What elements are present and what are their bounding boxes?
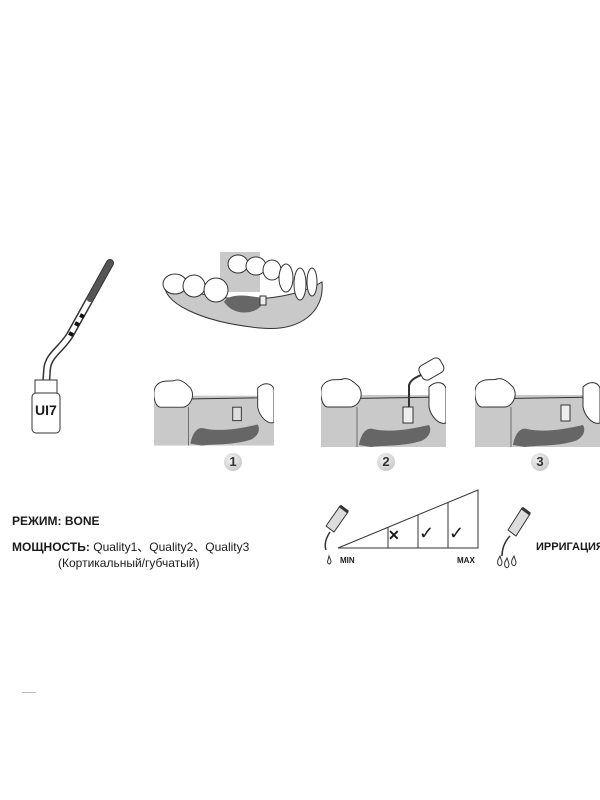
step-1-illustration <box>154 377 274 447</box>
step-number-3: 3 <box>531 453 549 471</box>
power-level-3-mark: ✓ <box>449 523 465 543</box>
irrigation-label: ИРРИГАЦИЯ <box>536 541 600 553</box>
step-2-illustration <box>321 357 446 447</box>
power-level-1-mark: ✕ <box>388 527 400 543</box>
power-value: Quality1、Quality2、Quality3 <box>93 540 250 554</box>
irrigation-icon <box>497 506 531 569</box>
power-scale-triangle <box>324 489 479 565</box>
step-3-illustration <box>475 377 600 447</box>
power-note: (Кортикальный/губчатый) <box>58 556 200 570</box>
decorative-dash <box>22 692 36 693</box>
power-max-label: MAX <box>457 556 475 565</box>
power-label: МОЩНОСТЬ: <box>12 540 90 554</box>
mode-label: РЕЖИМ: <box>12 514 62 528</box>
mode-value: BONE <box>64 514 100 528</box>
step-number-1: 1 <box>224 453 242 471</box>
ultrasonic-tip-illustration <box>31 259 114 434</box>
power-min-label: MIN <box>340 556 355 565</box>
jaw-illustration <box>162 252 323 330</box>
step-number-2: 2 <box>377 453 395 471</box>
power-level-2-mark: ✓ <box>419 523 435 543</box>
tip-model-label: UI7 <box>35 402 57 418</box>
power-setting: МОЩНОСТЬ: Quality1、Quality2、Quality3 <box>12 538 249 555</box>
mode-setting: РЕЖИМ: BONE <box>12 514 100 528</box>
